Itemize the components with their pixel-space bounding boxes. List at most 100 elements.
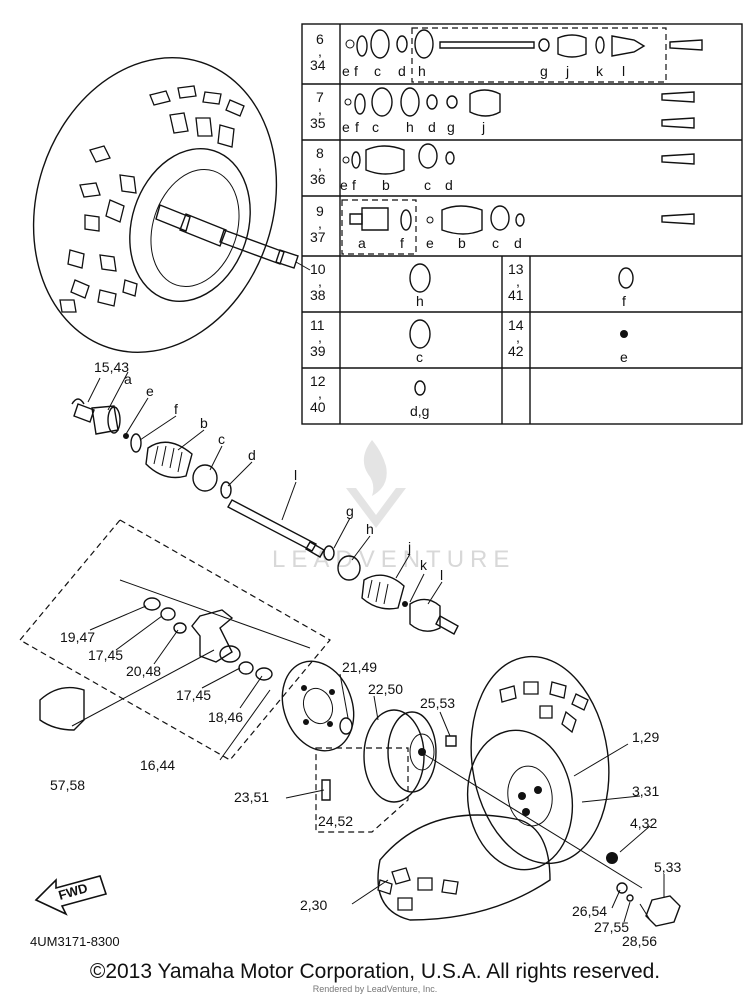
callout-l-shaft: l — [294, 467, 297, 483]
table-part-e-clip — [620, 330, 628, 338]
table-ref-14-42: 14,42 — [508, 317, 524, 359]
leadventure-watermark: LEADVENTURE — [272, 440, 509, 573]
callout-20-48: 20,48 — [126, 663, 161, 679]
table-row-8-36-parts — [342, 143, 695, 175]
forward-direction-arrow: FWD — [34, 875, 108, 916]
table-row-13-41-letter-f: f — [622, 293, 626, 309]
callout-l-cv: l — [440, 567, 443, 583]
table-row-7-35-letter-f: f — [355, 119, 359, 135]
table-row-6-34-letter-g: g — [540, 63, 548, 79]
exploded-drive-shaft — [71, 398, 459, 635]
table-row-8-36-letter-f: f — [352, 177, 356, 193]
table-row-7-35-parts — [344, 87, 695, 129]
table-row-7-35-letter-c: c — [372, 119, 379, 135]
callout-15-43: 15,43 — [94, 359, 129, 375]
knuckle-leader-lines — [89, 605, 263, 709]
callout-25-53: 25,53 — [420, 695, 455, 711]
parts-diagram: LEADVENTURE — [19, 23, 743, 949]
callout-19-47: 19,47 — [60, 629, 95, 645]
table-row-7-35-letter-j: j — [481, 119, 485, 135]
callout-23-51: 23,51 — [234, 789, 269, 805]
drive-shaft-installed — [155, 204, 311, 271]
callout-18-46: 18,46 — [208, 709, 243, 725]
table-ref-6-34: 6,34 — [310, 31, 326, 73]
table-row-8-36-letter-c: c — [424, 177, 431, 193]
cv-guard-cover — [39, 649, 215, 731]
callout-labels: 15,43 a e f b c d l g h j k l 19,47 17,4… — [50, 359, 681, 949]
wheel-tire-exploded — [377, 655, 681, 927]
table-row-7-35-letter-e: e — [342, 119, 350, 135]
callout-24-52: 24,52 — [318, 813, 353, 829]
tire-tread-lugs — [59, 85, 245, 313]
table-row-8-36-letter-b: b — [382, 177, 390, 193]
knuckle-subassembly — [19, 519, 331, 761]
table-row-9-37-parts — [341, 199, 695, 255]
table-row-6-34-parts — [345, 27, 703, 83]
table-row-9-37-letter-b: b — [458, 235, 466, 251]
callout-16-44: 16,44 — [140, 757, 175, 773]
callout-e: e — [146, 383, 154, 399]
table-part-c-ring — [409, 319, 431, 349]
callout-f: f — [174, 401, 178, 417]
wheel-leader-lines — [285, 673, 665, 923]
table-row-6-34-letter-j: j — [565, 63, 569, 79]
callout-1-29: 1,29 — [632, 729, 659, 745]
callout-b: b — [200, 415, 208, 431]
callout-21-49: 21,49 — [342, 659, 377, 675]
callout-a: a — [124, 371, 132, 387]
callout-57-58: 57,58 — [50, 777, 85, 793]
table-ref-9-37: 9,37 — [310, 203, 326, 245]
callout-28-56: 28,56 — [622, 933, 657, 949]
table-row-6-34-letter-l: l — [622, 63, 625, 79]
callout-d: d — [248, 447, 256, 463]
table-ref-11-39: 11,39 — [310, 317, 326, 359]
table-row-6-34-letter-c: c — [374, 63, 381, 79]
table-row-7-35-letter-h: h — [406, 119, 414, 135]
table-part-h-ring — [409, 263, 431, 293]
figure-code: 4UM3171-8300 — [30, 934, 120, 949]
callout-27-55: 27,55 — [594, 919, 629, 935]
table-ref-10-38: 10,38 — [310, 261, 326, 303]
table-row-7-35-letter-g: g — [447, 119, 455, 135]
table-row-12-40-letter-dg: d,g — [410, 403, 429, 419]
table-row-6-34-letter-h: h — [418, 63, 426, 79]
callout-2-30: 2,30 — [300, 897, 327, 913]
table-row-9-37-letter-d: d — [514, 235, 522, 251]
table-row-11-39-letter-c: c — [416, 349, 423, 365]
callout-h: h — [366, 521, 374, 537]
callout-g: g — [346, 503, 354, 519]
table-row-9-37-letter-a: a — [358, 235, 366, 251]
callout-5-33: 5,33 — [654, 859, 681, 875]
callout-j: j — [407, 539, 411, 555]
callout-4-32: 4,32 — [630, 815, 657, 831]
copyright-notice: ©2013 Yamaha Motor Corporation, U.S.A. A… — [89, 960, 661, 983]
table-row-6-34-letter-d: d — [398, 63, 406, 79]
table-ref-12-40: 12,40 — [310, 373, 326, 415]
callout-17-45-b: 17,45 — [176, 687, 211, 703]
table-row-7-35-letter-d: d — [428, 119, 436, 135]
boot-kit-table: 6,34 7,35 8,36 9,37 e f c d — [301, 23, 743, 425]
table-row-9-37-letter-c: c — [492, 235, 499, 251]
callout-17-45-a: 17,45 — [88, 647, 123, 663]
hub-seal — [339, 717, 353, 735]
callout-26-54: 26,54 — [572, 903, 607, 919]
table-ref-7-35: 7,35 — [310, 89, 326, 131]
table-ref-13-41: 13,41 — [508, 261, 524, 303]
table-row-8-36-letter-d: d — [445, 177, 453, 193]
assembled-wheel-illustration — [32, 57, 311, 353]
table-part-f-ring — [618, 267, 634, 289]
table-row-6-34-letter-k: k — [596, 63, 604, 79]
callout-c: c — [218, 431, 225, 447]
table-row-14-42-letter-e: e — [620, 349, 628, 365]
table-row-9-37-letter-e: e — [426, 235, 434, 251]
brake-disc — [281, 660, 355, 752]
table-ref-8-36: 8,36 — [310, 145, 326, 187]
table-row-6-34-letter-e: e — [342, 63, 350, 79]
callout-22-50: 22,50 — [368, 681, 403, 697]
callout-3-31: 3,31 — [632, 783, 659, 799]
rendered-by-credit: Rendered by LeadVenture, Inc. — [312, 984, 438, 994]
callout-k: k — [420, 557, 428, 573]
table-part-dg-clamp — [414, 380, 426, 396]
table-row-6-34-letter-f: f — [354, 63, 358, 79]
table-row-8-36-letter-e: e — [340, 177, 348, 193]
